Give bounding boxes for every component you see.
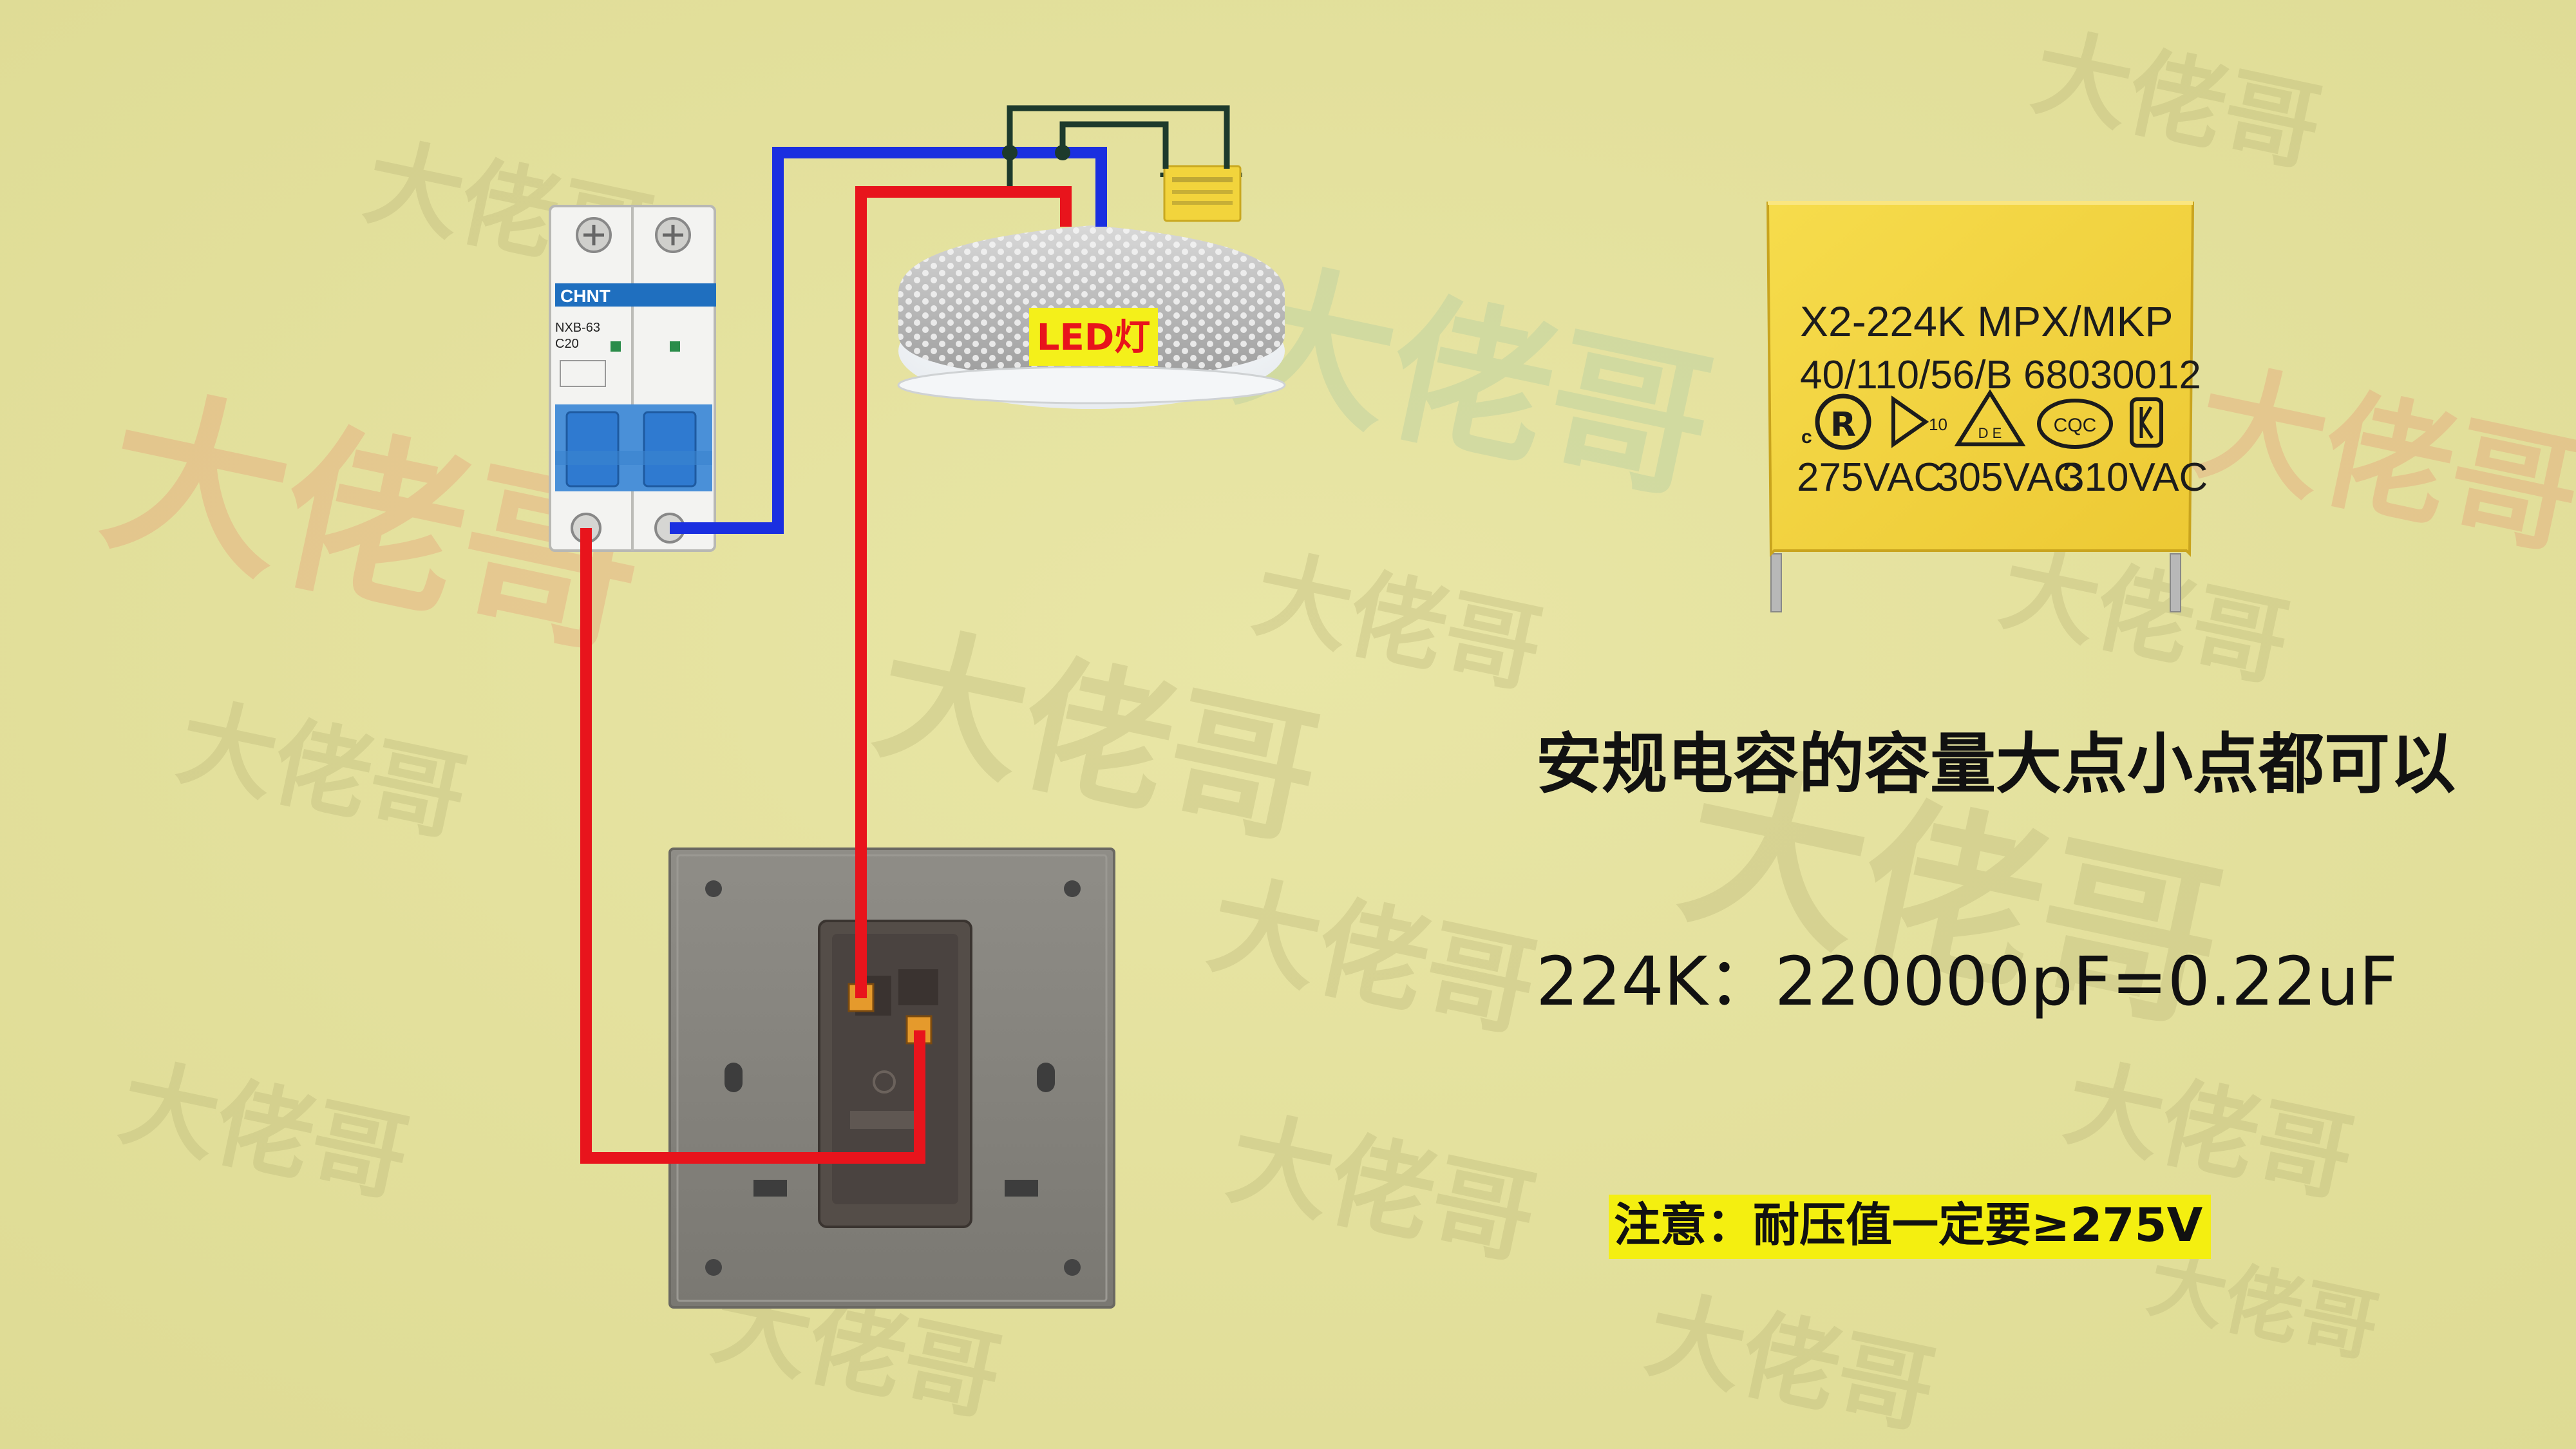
wires	[580, 105, 1230, 1164]
live-wire-switch	[580, 528, 925, 1164]
led-lamp: LED灯	[897, 225, 1286, 409]
note-warning: 注意：耐压值一定要≥275V	[1614, 1198, 2203, 1252]
warning-highlight	[1609, 1195, 2211, 1259]
capacitor-closeup: X2-224K MPX/MKP 40/110/56/B 68030012 c R…	[1766, 201, 2208, 612]
breaker-handle	[565, 411, 620, 488]
capacitor-line2: 40/110/56/B 68030012	[1800, 353, 2201, 397]
note-formula: 224K：220000pF=0.22uF	[1536, 942, 2398, 1021]
capacitor-voltage-305: 305VAC	[1937, 455, 2082, 500]
neutral-wire	[670, 147, 1107, 534]
breaker-handle	[643, 411, 697, 488]
breaker-rating: C20	[555, 337, 579, 351]
ul-mark-icon: R	[1815, 393, 1871, 450]
enec-mark-icon: 10	[1891, 395, 1947, 448]
cqc-mark-icon: CQC	[2037, 399, 2113, 449]
capacitor-voltage-275: 275VAC	[1797, 455, 1942, 500]
capacitor-wire	[1059, 121, 1169, 169]
live-wire-lamp	[855, 186, 1072, 998]
circuit-breaker: CHNT NXB-63 C20	[549, 205, 716, 552]
breaker-brand: CHNT	[560, 286, 611, 306]
capacitor-mark-c: c	[1801, 426, 1812, 448]
capacitor-mark-cqc: CQC	[2054, 415, 2097, 436]
lamp-label-bg	[1029, 308, 1158, 366]
note-heading: 安规电容的容量大点小点都可以	[1536, 726, 2456, 803]
capacitor-line1: X2-224K MPX/MKP	[1800, 298, 2174, 345]
capacitor-mark-10: 10	[1929, 415, 1947, 434]
small-capacitor	[1160, 165, 1242, 222]
vde-mark-icon: D E	[1954, 389, 2026, 446]
breaker-model: NXB-63	[555, 321, 600, 335]
wall-switch	[668, 848, 1115, 1309]
wire-junction	[1002, 145, 1018, 160]
kc-mark-icon	[2130, 397, 2163, 448]
wire-junction	[1055, 145, 1070, 160]
lamp-label: LED灯	[1037, 317, 1150, 359]
capacitor-mark-de: D E	[1978, 425, 2002, 441]
capacitor-voltage-310: 310VAC	[2062, 455, 2208, 500]
svg-text:R: R	[1830, 406, 1856, 444]
